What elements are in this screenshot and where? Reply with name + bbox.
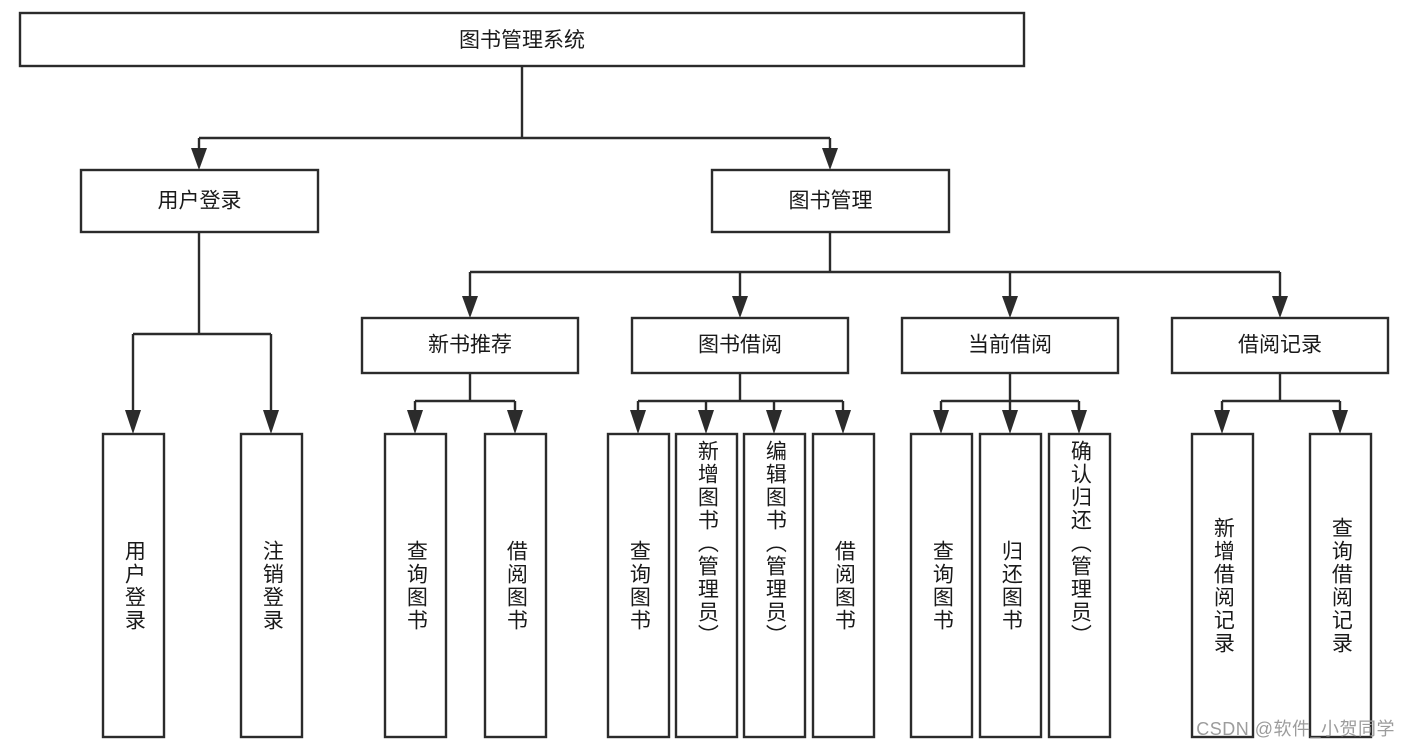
arrow-head-icon — [1002, 410, 1018, 434]
arrow-head-icon — [1332, 410, 1348, 434]
connector-book-borrow-to-leaves — [630, 373, 851, 434]
leaf-add-record-box[interactable] — [1190, 432, 1255, 739]
node-current-borrow[interactable]: 当前借阅 — [900, 316, 1120, 375]
leaf-query-record-box[interactable] — [1308, 432, 1373, 739]
node-current-borrow-label: 当前借阅 — [968, 334, 1052, 357]
node-book-borrow-label: 图书借阅 — [698, 334, 782, 357]
leaf-boxes-group — [101, 432, 1373, 739]
node-user-login[interactable]: 用户登录 — [79, 168, 320, 234]
leaf-return-book-box[interactable] — [978, 432, 1043, 739]
leaf-query-book-1-box[interactable] — [383, 432, 448, 739]
arrow-head-icon — [1002, 296, 1018, 318]
arrow-head-icon — [835, 410, 851, 434]
arrow-head-icon — [507, 410, 523, 434]
leaf-borrow-book-2-box[interactable] — [811, 432, 876, 739]
connector-book-manage-to-level3 — [462, 232, 1288, 318]
connector-user-login-to-leaves — [125, 232, 279, 434]
node-root-label: 图书管理系统 — [459, 29, 585, 52]
node-book-manage-label: 图书管理 — [789, 190, 873, 213]
leaf-borrow-book-1-box[interactable] — [483, 432, 548, 739]
node-root-box[interactable] — [18, 11, 1026, 68]
connector-root-to-level2 — [191, 66, 838, 170]
connector-current-borrow-to-leaves — [933, 373, 1087, 434]
connector-new-book-recommend-to-leaves — [407, 373, 523, 434]
arrow-head-icon — [462, 296, 478, 318]
node-new-book-recommend-box[interactable] — [360, 316, 580, 375]
leaf-user-login-box[interactable] — [101, 432, 166, 739]
node-current-borrow-box[interactable] — [900, 316, 1120, 375]
leaf-confirm-return-box[interactable] — [1047, 432, 1112, 739]
node-user-login-label: 用户登录 — [158, 190, 242, 213]
node-borrow-record-label: 借阅记录 — [1238, 334, 1322, 357]
node-root[interactable]: 图书管理系统 — [18, 11, 1026, 68]
arrow-head-icon — [263, 410, 279, 434]
node-user-login-box[interactable] — [79, 168, 320, 234]
arrow-head-icon — [125, 410, 141, 434]
arrow-head-icon — [1214, 410, 1230, 434]
arrow-head-icon — [191, 148, 207, 170]
arrow-head-icon — [407, 410, 423, 434]
arrow-head-icon — [766, 410, 782, 434]
arrow-head-icon — [1071, 410, 1087, 434]
leaf-user-logout-box[interactable] — [239, 432, 304, 739]
leaf-edit-book-box[interactable] — [742, 432, 807, 739]
node-book-borrow[interactable]: 图书借阅 — [630, 316, 850, 375]
watermark: CSDN @软件_小贺同学 — [1196, 719, 1395, 739]
node-borrow-record[interactable]: 借阅记录 — [1170, 316, 1390, 375]
connector-borrow-record-to-leaves — [1214, 373, 1348, 434]
node-new-book-recommend-label: 新书推荐 — [428, 334, 512, 357]
leaf-query-book-2-box[interactable] — [606, 432, 671, 739]
arrow-head-icon — [732, 296, 748, 318]
arrow-head-icon — [1272, 296, 1288, 318]
node-new-book-recommend[interactable]: 新书推荐 — [360, 316, 580, 375]
arrow-head-icon — [630, 410, 646, 434]
arrow-head-icon — [822, 148, 838, 170]
arrow-head-icon — [698, 410, 714, 434]
node-book-manage[interactable]: 图书管理 — [710, 168, 951, 234]
arrow-head-icon — [933, 410, 949, 434]
leaf-query-book-3-box[interactable] — [909, 432, 974, 739]
leaf-add-book-box[interactable] — [674, 432, 739, 739]
